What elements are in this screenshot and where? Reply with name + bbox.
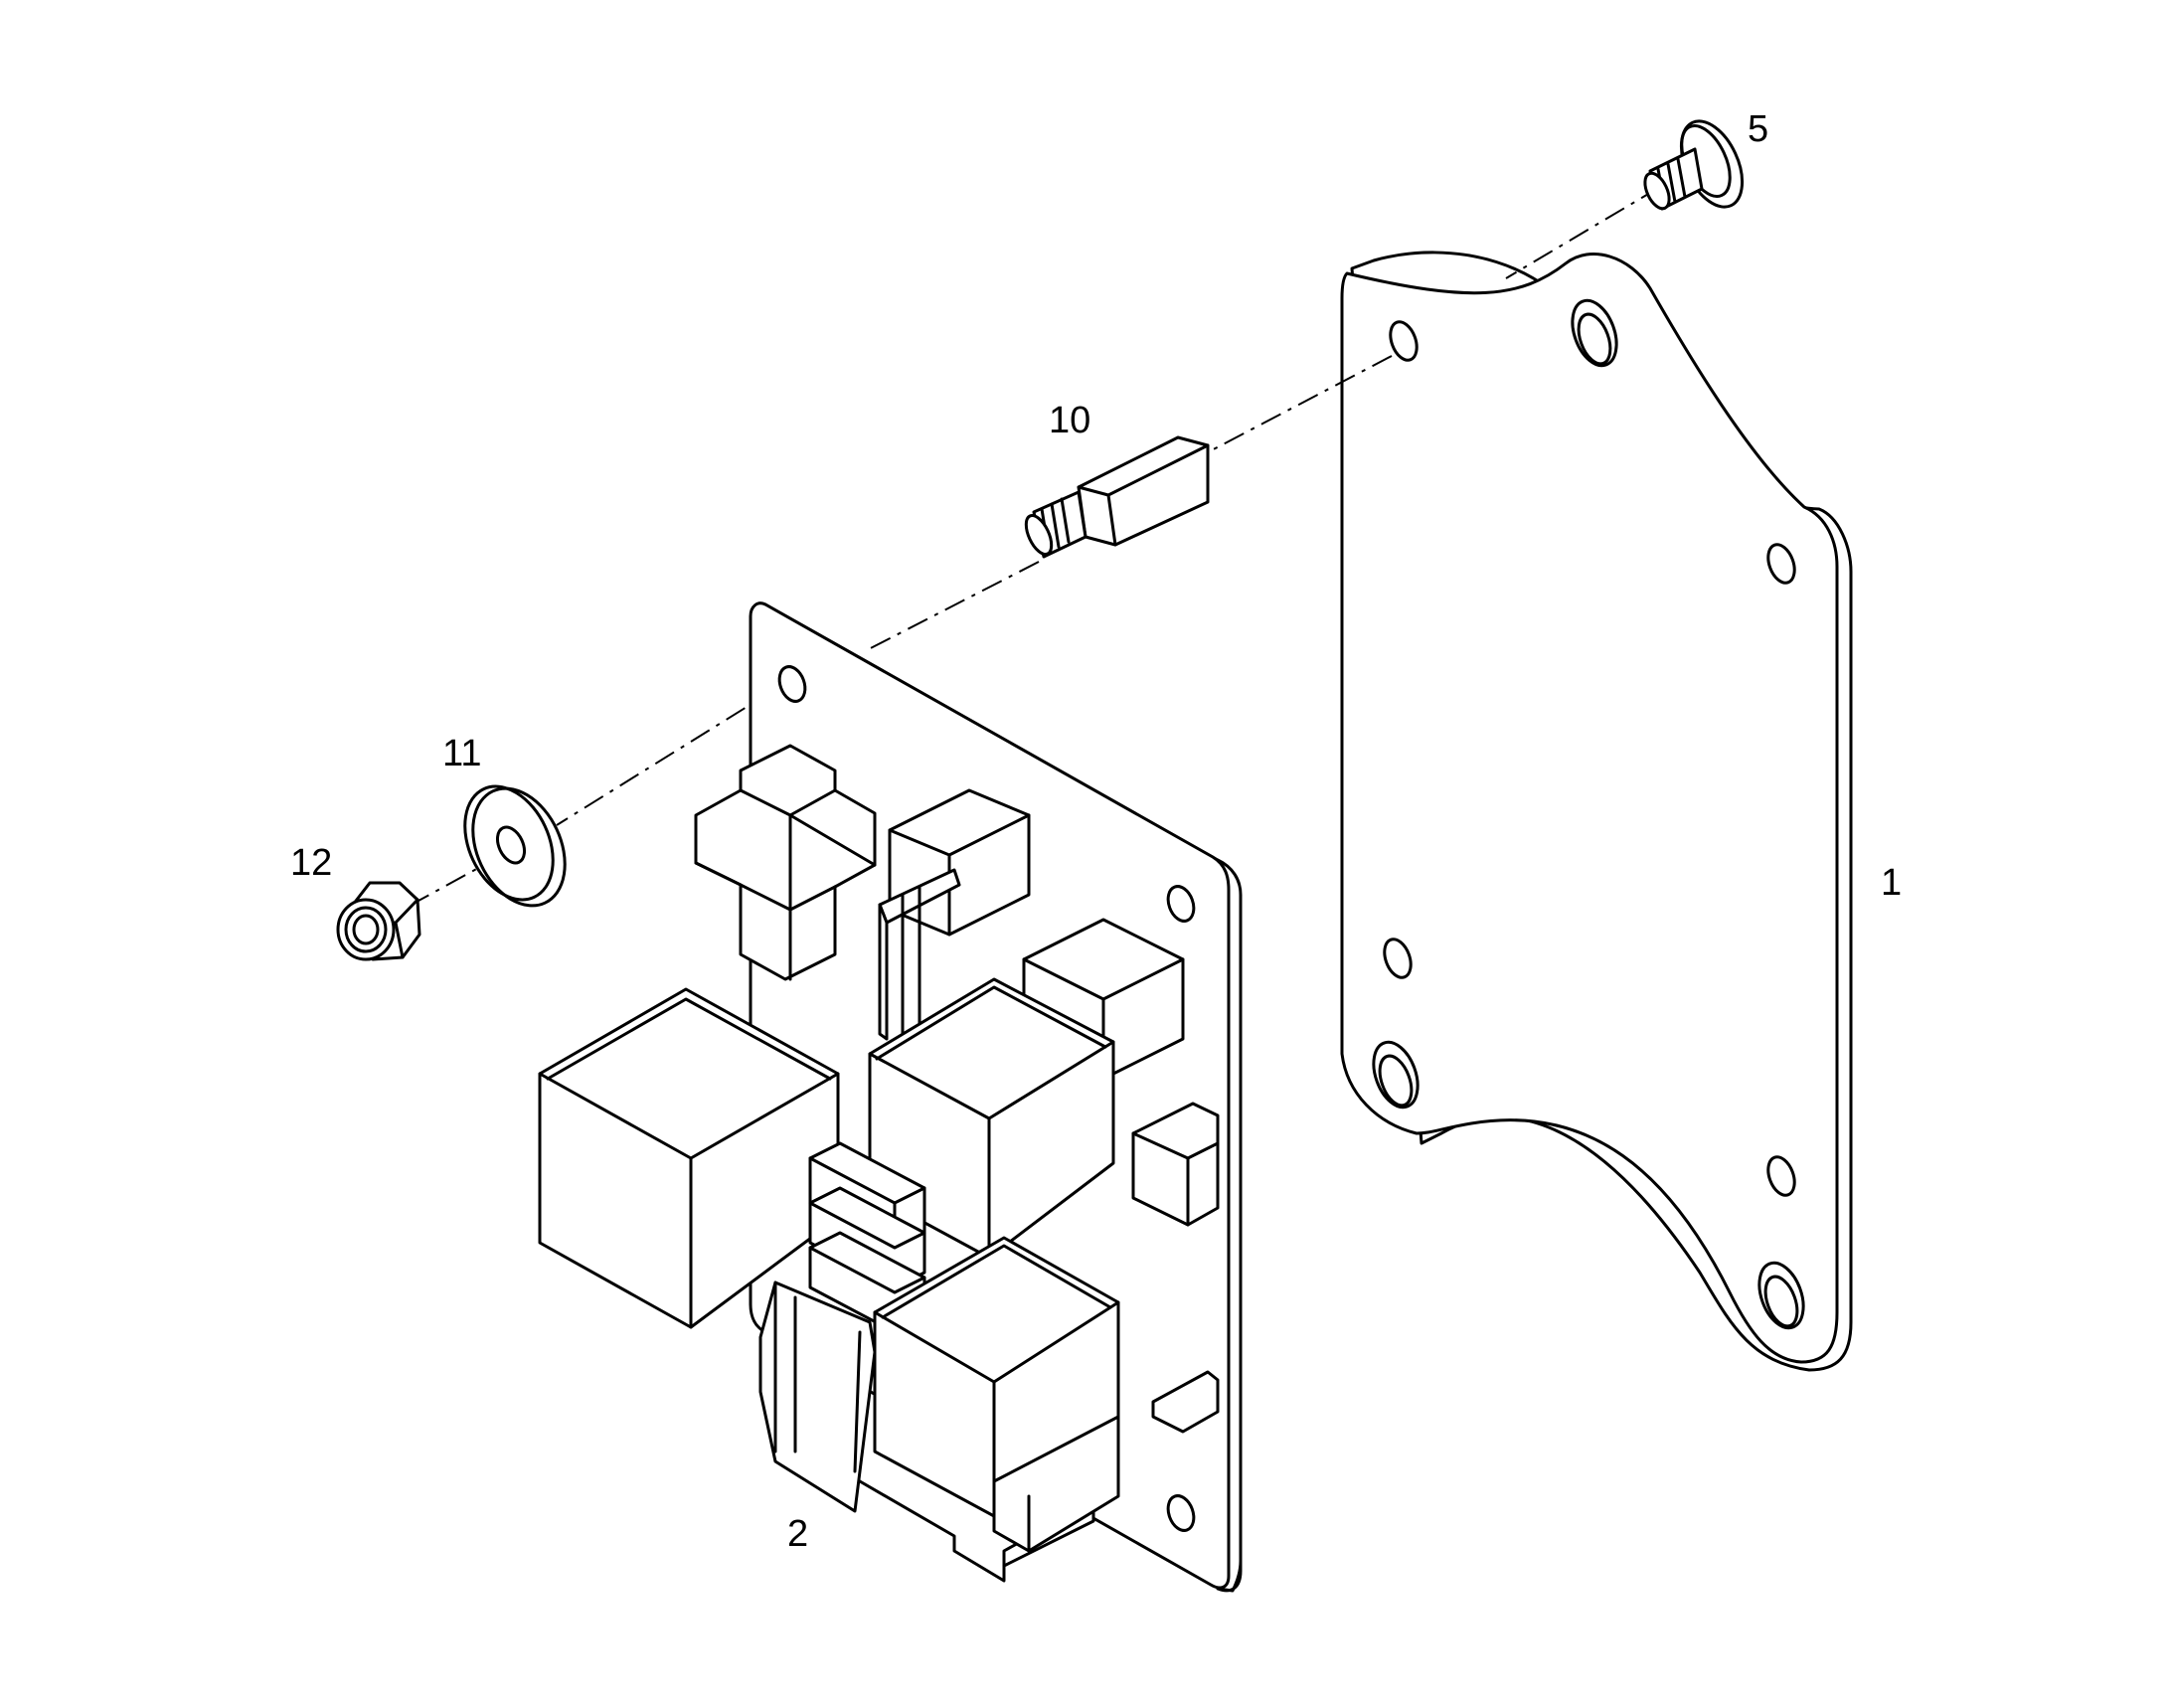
- relay-lower-middle: [873, 1236, 1120, 1553]
- flat-washer: [463, 784, 567, 908]
- hex-lock-nut: [336, 881, 421, 961]
- screw: [1643, 119, 1745, 211]
- callout-11: 11: [442, 733, 481, 774]
- callout-1: 1: [1881, 862, 1902, 904]
- callout-2: 2: [787, 1513, 808, 1555]
- relay-upper-middle: [868, 977, 1115, 1260]
- mounting-plate: [1340, 251, 1853, 1372]
- hex-standoff: [1024, 435, 1210, 559]
- relay-large-left: [538, 987, 840, 1329]
- relay-board-assembly: [538, 601, 1243, 1593]
- terminal-tab-lower: [1151, 1370, 1220, 1434]
- callout-10: 10: [1049, 400, 1090, 441]
- connector-block-top: [878, 788, 1031, 1041]
- callout-12: 12: [290, 842, 332, 884]
- fuse-holder-top: [694, 744, 877, 981]
- callout-5: 5: [1748, 108, 1768, 150]
- callout-labels: 1 2 5 10 11 12: [290, 108, 1902, 1555]
